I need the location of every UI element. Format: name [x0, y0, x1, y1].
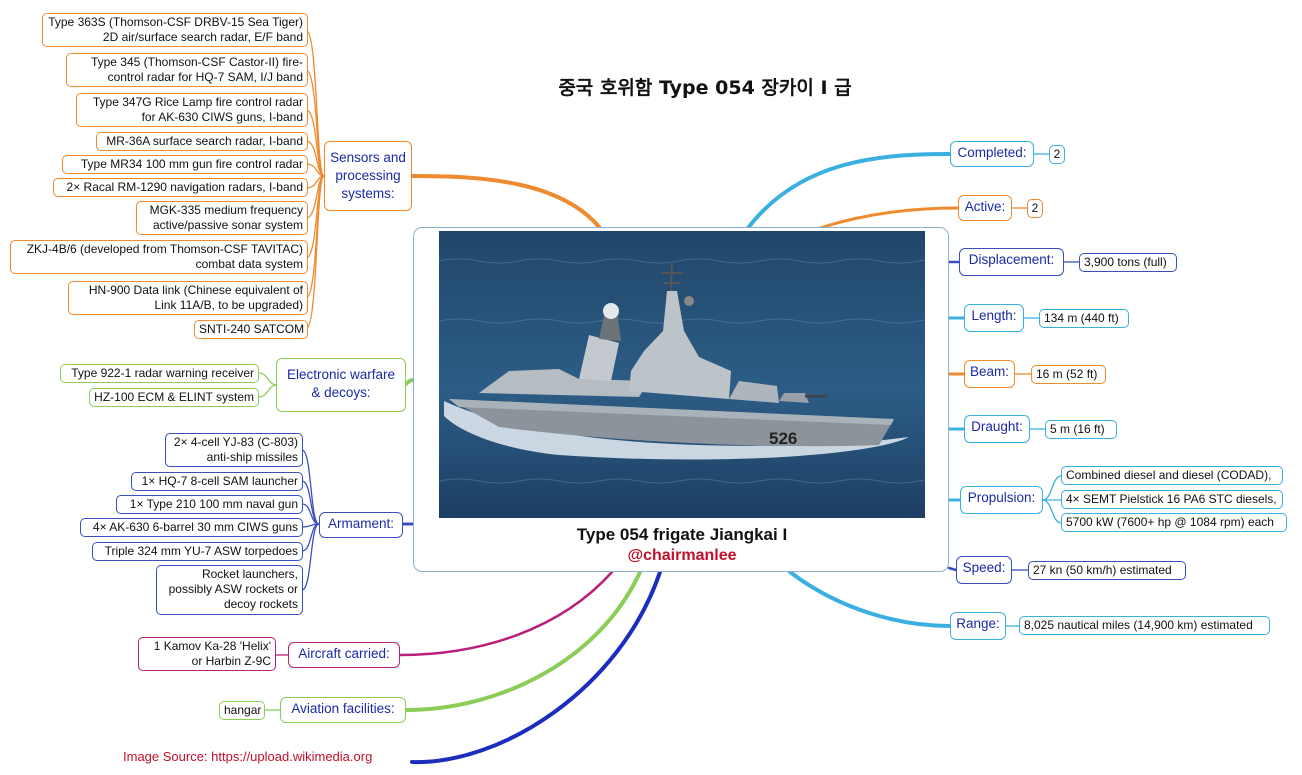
draught-value[interactable]: 5 m (16 ft) — [1045, 420, 1117, 439]
armament-item[interactable]: Rocket launchers, possibly ASW rockets o… — [156, 565, 303, 615]
propulsion-value[interactable]: 4× SEMT Pielstick 16 PA6 STC diesels, — [1061, 490, 1283, 509]
armament-item[interactable]: 2× 4-cell YJ-83 (C-803) anti-ship missil… — [165, 433, 303, 467]
hub-active[interactable]: Active: — [958, 195, 1012, 221]
beam-value[interactable]: 16 m (52 ft) — [1031, 365, 1106, 384]
credit-label: @chairmanlee — [627, 547, 737, 564]
branch-source — [410, 570, 662, 765]
ship-photo: 526 — [439, 231, 925, 518]
hub-range[interactable]: Range: — [950, 612, 1006, 640]
aircraft-item[interactable]: 1 Kamov Ka-28 'Helix' or Harbin Z-9C — [138, 637, 276, 671]
branch-range — [788, 570, 952, 628]
branch-sensors — [410, 174, 602, 230]
length-value[interactable]: 134 m (440 ft) — [1039, 309, 1129, 328]
branch-completed — [746, 152, 952, 230]
hub-length[interactable]: Length: — [964, 304, 1024, 332]
hub-propulsion[interactable]: Propulsion: — [960, 486, 1043, 514]
armament-item[interactable]: 1× Type 210 100 mm naval gun — [116, 495, 303, 514]
hub-electronic-warfare[interactable]: Electronic warfare & decoys: — [276, 358, 406, 412]
sensor-item[interactable]: Type 347G Rice Lamp fire control radar f… — [76, 93, 308, 127]
propulsion-value[interactable]: 5700 kW (7600+ hp @ 1084 rpm) each — [1061, 513, 1287, 532]
sensor-item[interactable]: ZKJ-4B/6 (developed from Thomson-CSF TAV… — [10, 240, 308, 274]
sensor-item[interactable]: 2× Racal RM-1290 navigation radars, I-ba… — [53, 178, 308, 197]
hub-aircraft-carried[interactable]: Aircraft carried: — [288, 642, 400, 668]
completed-value[interactable]: 2 — [1049, 145, 1065, 164]
ew-item[interactable]: HZ-100 ECM & ELINT system — [89, 388, 259, 407]
image-source-label: Image Source: https://upload.wikimedia.o… — [123, 749, 373, 764]
sensor-item[interactable]: Type 345 (Thomson-CSF Castor-II) fire-co… — [66, 53, 308, 87]
branch-aviation — [404, 570, 642, 712]
sensor-item[interactable]: HN-900 Data link (Chinese equivalent of … — [68, 281, 308, 315]
sensor-item[interactable]: MGK-335 medium frequency active/passive … — [136, 201, 308, 235]
branch-ew — [404, 378, 415, 386]
sensor-item[interactable]: Type MR34 100 mm gun fire control radar — [62, 155, 308, 174]
hull-number: 526 — [769, 429, 797, 448]
aviation-item[interactable]: hangar — [219, 701, 265, 720]
branch-aircraft — [398, 570, 614, 657]
hub-draught[interactable]: Draught: — [964, 415, 1030, 443]
hub-aviation-facilities[interactable]: Aviation facilities: — [280, 697, 406, 723]
ew-item[interactable]: Type 922-1 radar warning receiver — [60, 364, 259, 383]
hub-completed[interactable]: Completed: — [950, 141, 1034, 167]
armament-item[interactable]: Triple 324 mm YU-7 ASW torpedoes — [92, 542, 303, 561]
sensor-item[interactable]: Type 363S (Thomson-CSF DRBV-15 Sea Tiger… — [42, 13, 308, 47]
sensor-item[interactable]: SNTI-240 SATCOM — [194, 320, 308, 339]
armament-item[interactable]: 4× AK-630 6-barrel 30 mm CIWS guns — [80, 518, 303, 537]
propulsion-value[interactable]: Combined diesel and diesel (CODAD), — [1061, 466, 1283, 485]
center-node[interactable]: 526 Type 054 frigate Jiangkai I @chairma… — [413, 227, 949, 572]
hub-speed[interactable]: Speed: — [956, 556, 1012, 584]
hub-sensors[interactable]: Sensors and processing systems: — [324, 141, 412, 211]
branch-speed — [947, 566, 958, 572]
hub-displacement[interactable]: Displacement: — [959, 248, 1064, 276]
active-value[interactable]: 2 — [1027, 199, 1043, 218]
hub-armament[interactable]: Armament: — [319, 512, 403, 538]
sensor-item[interactable]: MR-36A surface search radar, I-band — [96, 132, 308, 151]
ship-caption: Type 054 frigate Jiangkai I — [576, 525, 788, 544]
range-value[interactable]: 8,025 nautical miles (14,900 km) estimat… — [1019, 616, 1270, 635]
speed-value[interactable]: 27 kn (50 km/h) estimated — [1028, 561, 1186, 580]
page-title: 중국 호위함 Type 054 장카이 I 급 — [558, 77, 852, 99]
displacement-value[interactable]: 3,900 tons (full) — [1079, 253, 1177, 272]
armament-item[interactable]: 1× HQ-7 8-cell SAM launcher — [131, 472, 303, 491]
hub-beam[interactable]: Beam: — [964, 360, 1015, 388]
branch-active — [818, 206, 960, 230]
